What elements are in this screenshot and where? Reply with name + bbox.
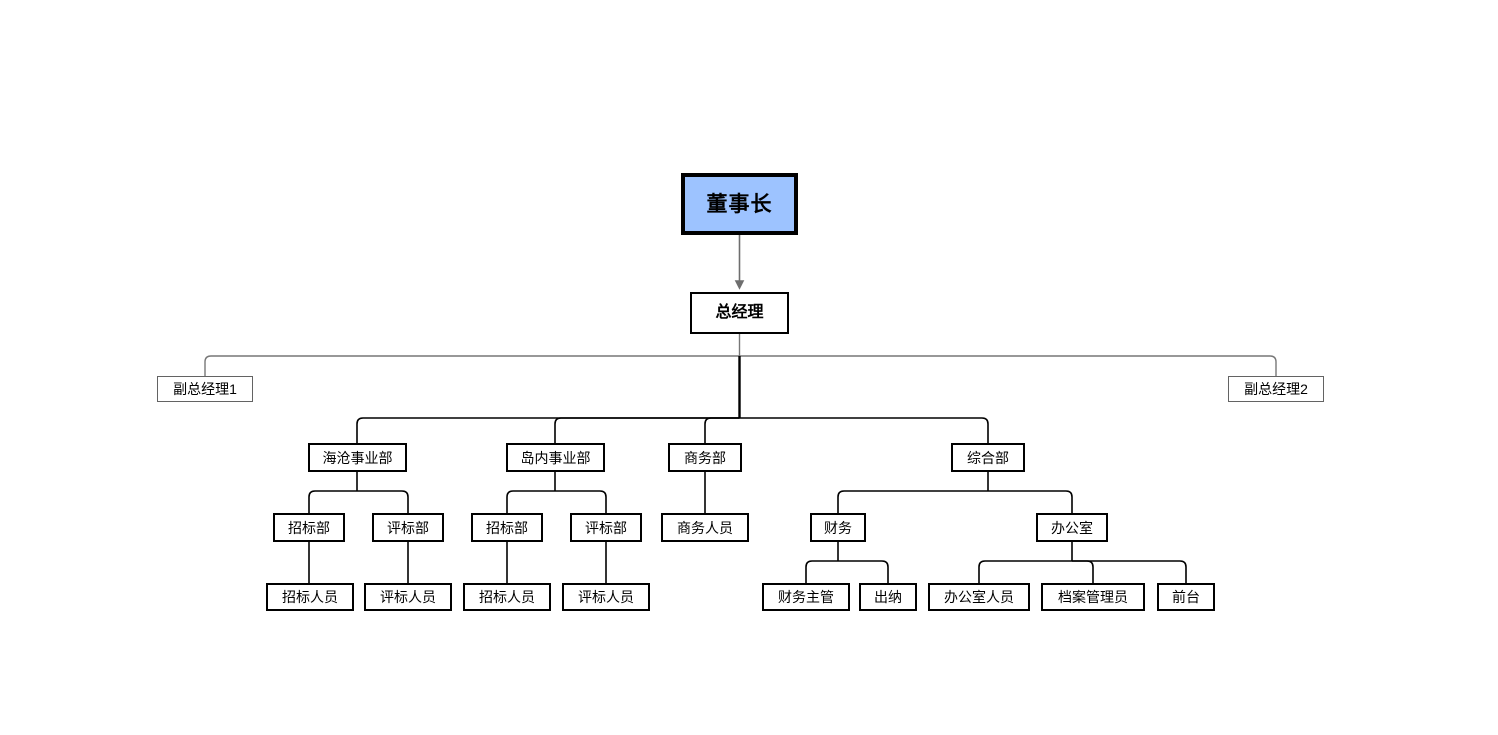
- edge-gm-to-haicang-division: [356, 417, 740, 443]
- node-haicang-bidding-dept-label: 招标部: [288, 519, 330, 536]
- node-daonei-division[interactable]: 岛内事业部: [506, 443, 605, 472]
- node-haicang-bidding-dept[interactable]: 招标部: [273, 513, 345, 542]
- edge-haicang-to-evaluation-dept: [357, 490, 409, 513]
- node-business-dept[interactable]: 商务部: [668, 443, 742, 472]
- edge-office-to-office-staff: [978, 560, 1072, 583]
- node-deputy-gm-2[interactable]: 副总经理2: [1228, 376, 1324, 402]
- node-finance[interactable]: 财务: [810, 513, 866, 542]
- node-archivist-label: 档案管理员: [1058, 589, 1128, 605]
- node-reception-label: 前台: [1172, 589, 1200, 605]
- node-chairman-label: 董事长: [706, 192, 773, 216]
- edge-gm-to-deputy-1: [204, 355, 740, 376]
- node-haicang-evaluation-dept[interactable]: 评标部: [372, 513, 444, 542]
- node-haicang-bidding-staff-label: 招标人员: [282, 589, 338, 605]
- edge-finance-to-cashier: [838, 560, 889, 583]
- node-deputy-gm-2-label: 副总经理2: [1244, 381, 1308, 397]
- node-deputy-gm-1-label: 副总经理1: [173, 381, 237, 397]
- node-daonei-bidding-staff[interactable]: 招标人员: [463, 583, 551, 611]
- node-general-manager-label: 总经理: [715, 304, 764, 321]
- edge-daonei-to-evaluation-dept: [555, 490, 607, 513]
- node-deputy-gm-1[interactable]: 副总经理1: [157, 376, 253, 402]
- node-haicang-bidding-staff[interactable]: 招标人员: [266, 583, 354, 611]
- node-daonei-division-label: 岛内事业部: [520, 449, 591, 466]
- edge-gm-to-daonei-division: [554, 417, 740, 443]
- node-finance-label: 财务: [824, 519, 852, 536]
- edge-general-affairs-to-finance: [837, 490, 988, 513]
- node-daonei-evaluation-dept-label: 评标部: [585, 519, 627, 536]
- node-haicang-evaluation-dept-label: 评标部: [387, 519, 429, 536]
- node-business-staff-label: 商务人员: [677, 519, 733, 536]
- node-daonei-evaluation-staff-label: 评标人员: [578, 589, 634, 605]
- node-haicang-evaluation-staff[interactable]: 评标人员: [364, 583, 452, 611]
- node-cashier-label: 出纳: [874, 589, 902, 605]
- node-general-affairs-dept-label: 综合部: [967, 449, 1009, 466]
- node-general-affairs-dept[interactable]: 综合部: [951, 443, 1025, 472]
- node-cashier[interactable]: 出纳: [859, 583, 917, 611]
- node-office-staff-label: 办公室人员: [944, 589, 1014, 605]
- node-office-label: 办公室: [1051, 519, 1093, 536]
- edge-daonei-to-bidding-dept: [506, 490, 555, 513]
- node-daonei-evaluation-dept[interactable]: 评标部: [570, 513, 642, 542]
- node-general-manager[interactable]: 总经理: [690, 292, 789, 334]
- node-haicang-division-label: 海沧事业部: [322, 449, 393, 466]
- node-reception[interactable]: 前台: [1157, 583, 1215, 611]
- node-daonei-bidding-dept-label: 招标部: [486, 519, 528, 536]
- node-business-dept-label: 商务部: [684, 449, 726, 466]
- node-office-staff[interactable]: 办公室人员: [928, 583, 1030, 611]
- edge-gm-to-business-dept: [704, 417, 740, 443]
- node-finance-supervisor-label: 财务主管: [778, 589, 834, 605]
- edge-office-to-reception: [1072, 560, 1187, 583]
- node-office[interactable]: 办公室: [1036, 513, 1108, 542]
- node-finance-supervisor[interactable]: 财务主管: [762, 583, 850, 611]
- edge-office-to-archivist: [1072, 560, 1094, 583]
- node-haicang-evaluation-staff-label: 评标人员: [380, 589, 436, 605]
- node-chairman[interactable]: 董事长: [681, 173, 798, 235]
- node-archivist[interactable]: 档案管理员: [1041, 583, 1145, 611]
- edge-general-affairs-to-office: [988, 490, 1073, 513]
- node-daonei-evaluation-staff[interactable]: 评标人员: [562, 583, 650, 611]
- edge-gm-to-deputy-2: [739, 355, 1277, 376]
- node-daonei-bidding-dept[interactable]: 招标部: [471, 513, 543, 542]
- edge-haicang-to-bidding-dept: [308, 490, 357, 513]
- edge-gm-to-general-affairs-dept: [739, 417, 989, 443]
- node-daonei-bidding-staff-label: 招标人员: [479, 589, 535, 605]
- node-business-staff[interactable]: 商务人员: [661, 513, 749, 542]
- node-haicang-division[interactable]: 海沧事业部: [308, 443, 407, 472]
- edge-finance-to-supervisor: [805, 560, 838, 583]
